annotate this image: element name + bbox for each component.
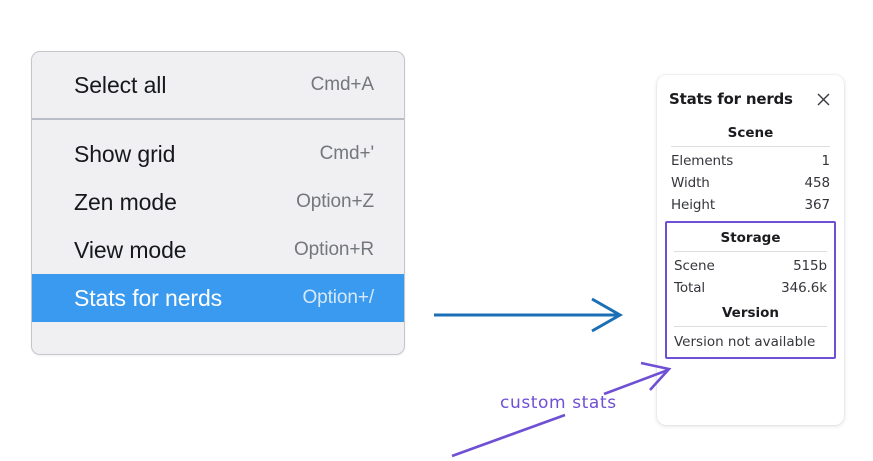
custom-stats-annotation-label: custom stats (500, 393, 617, 413)
version-group: Version Version not available (672, 299, 829, 352)
scene-heading: Scene (727, 125, 774, 141)
scene-rule (671, 146, 830, 147)
version-rule (674, 326, 827, 327)
menu-item-label: Show grid (74, 140, 176, 167)
version-text: Version not available (674, 334, 816, 350)
menu-item-view-mode[interactable]: View mode Option+R (32, 226, 404, 274)
stat-value: 1 (821, 153, 831, 169)
context-menu[interactable]: Select all Cmd+A Show grid Cmd+' Zen mod… (31, 51, 405, 355)
menu-item-shortcut: Option+/ (302, 287, 374, 308)
stats-for-nerds-panel: Stats for nerds Scene Elements 1 Width 4… (657, 75, 844, 425)
close-icon[interactable] (814, 90, 832, 108)
flow-arrow-icon (434, 297, 624, 333)
menu-item-shortcut: Cmd+' (319, 143, 374, 164)
stat-row: Total 346.6k (672, 277, 829, 299)
menu-item-shortcut: Option+R (294, 239, 374, 260)
stat-row: Elements 1 (669, 150, 832, 172)
storage-rule (674, 251, 827, 252)
panel-header: Stats for nerds (669, 75, 832, 119)
menu-divider (32, 118, 404, 120)
stat-value: 367 (804, 197, 831, 213)
stat-key: Total (674, 280, 706, 296)
menu-item-label: Zen mode (74, 188, 177, 215)
storage-heading: Storage (720, 230, 781, 246)
menu-item-stats-for-nerds[interactable]: Stats for nerds Option+/ (32, 274, 404, 322)
stat-row: Height 367 (669, 194, 832, 216)
menu-item-label: View mode (74, 236, 187, 263)
stat-key: Width (671, 175, 710, 191)
stat-row: Width 458 (669, 172, 832, 194)
custom-stats-underline-icon (451, 413, 566, 458)
version-heading: Version (721, 305, 780, 321)
menu-footer-spacer (32, 322, 404, 345)
stat-value: 515b (793, 258, 827, 274)
stat-key: Scene (674, 258, 715, 274)
stat-key: Elements (671, 153, 734, 169)
stat-key: Height (671, 197, 716, 213)
stat-row: Scene 515b (672, 255, 829, 277)
menu-item-select-all[interactable]: Select all Cmd+A (32, 61, 404, 109)
panel-title: Stats for nerds (669, 90, 793, 108)
menu-item-show-grid[interactable]: Show grid Cmd+' (32, 130, 404, 178)
custom-stats-region: Storage Scene 515b Total 346.6k Version … (665, 221, 836, 359)
menu-item-label: Select all (74, 71, 167, 98)
scene-group: Scene Elements 1 Width 458 Height 367 (669, 119, 832, 216)
storage-group: Storage Scene 515b Total 346.6k (672, 224, 829, 299)
context-menu-section-2: Show grid Cmd+' Zen mode Option+Z View m… (32, 120, 404, 345)
menu-item-label: Stats for nerds (74, 284, 223, 311)
stat-value: 458 (804, 175, 831, 191)
menu-item-shortcut: Option+Z (296, 191, 374, 212)
menu-item-shortcut: Cmd+A (310, 74, 374, 95)
context-menu-section-1: Select all Cmd+A (32, 52, 404, 118)
menu-item-zen-mode[interactable]: Zen mode Option+Z (32, 178, 404, 226)
stat-value: 346.6k (781, 280, 827, 296)
